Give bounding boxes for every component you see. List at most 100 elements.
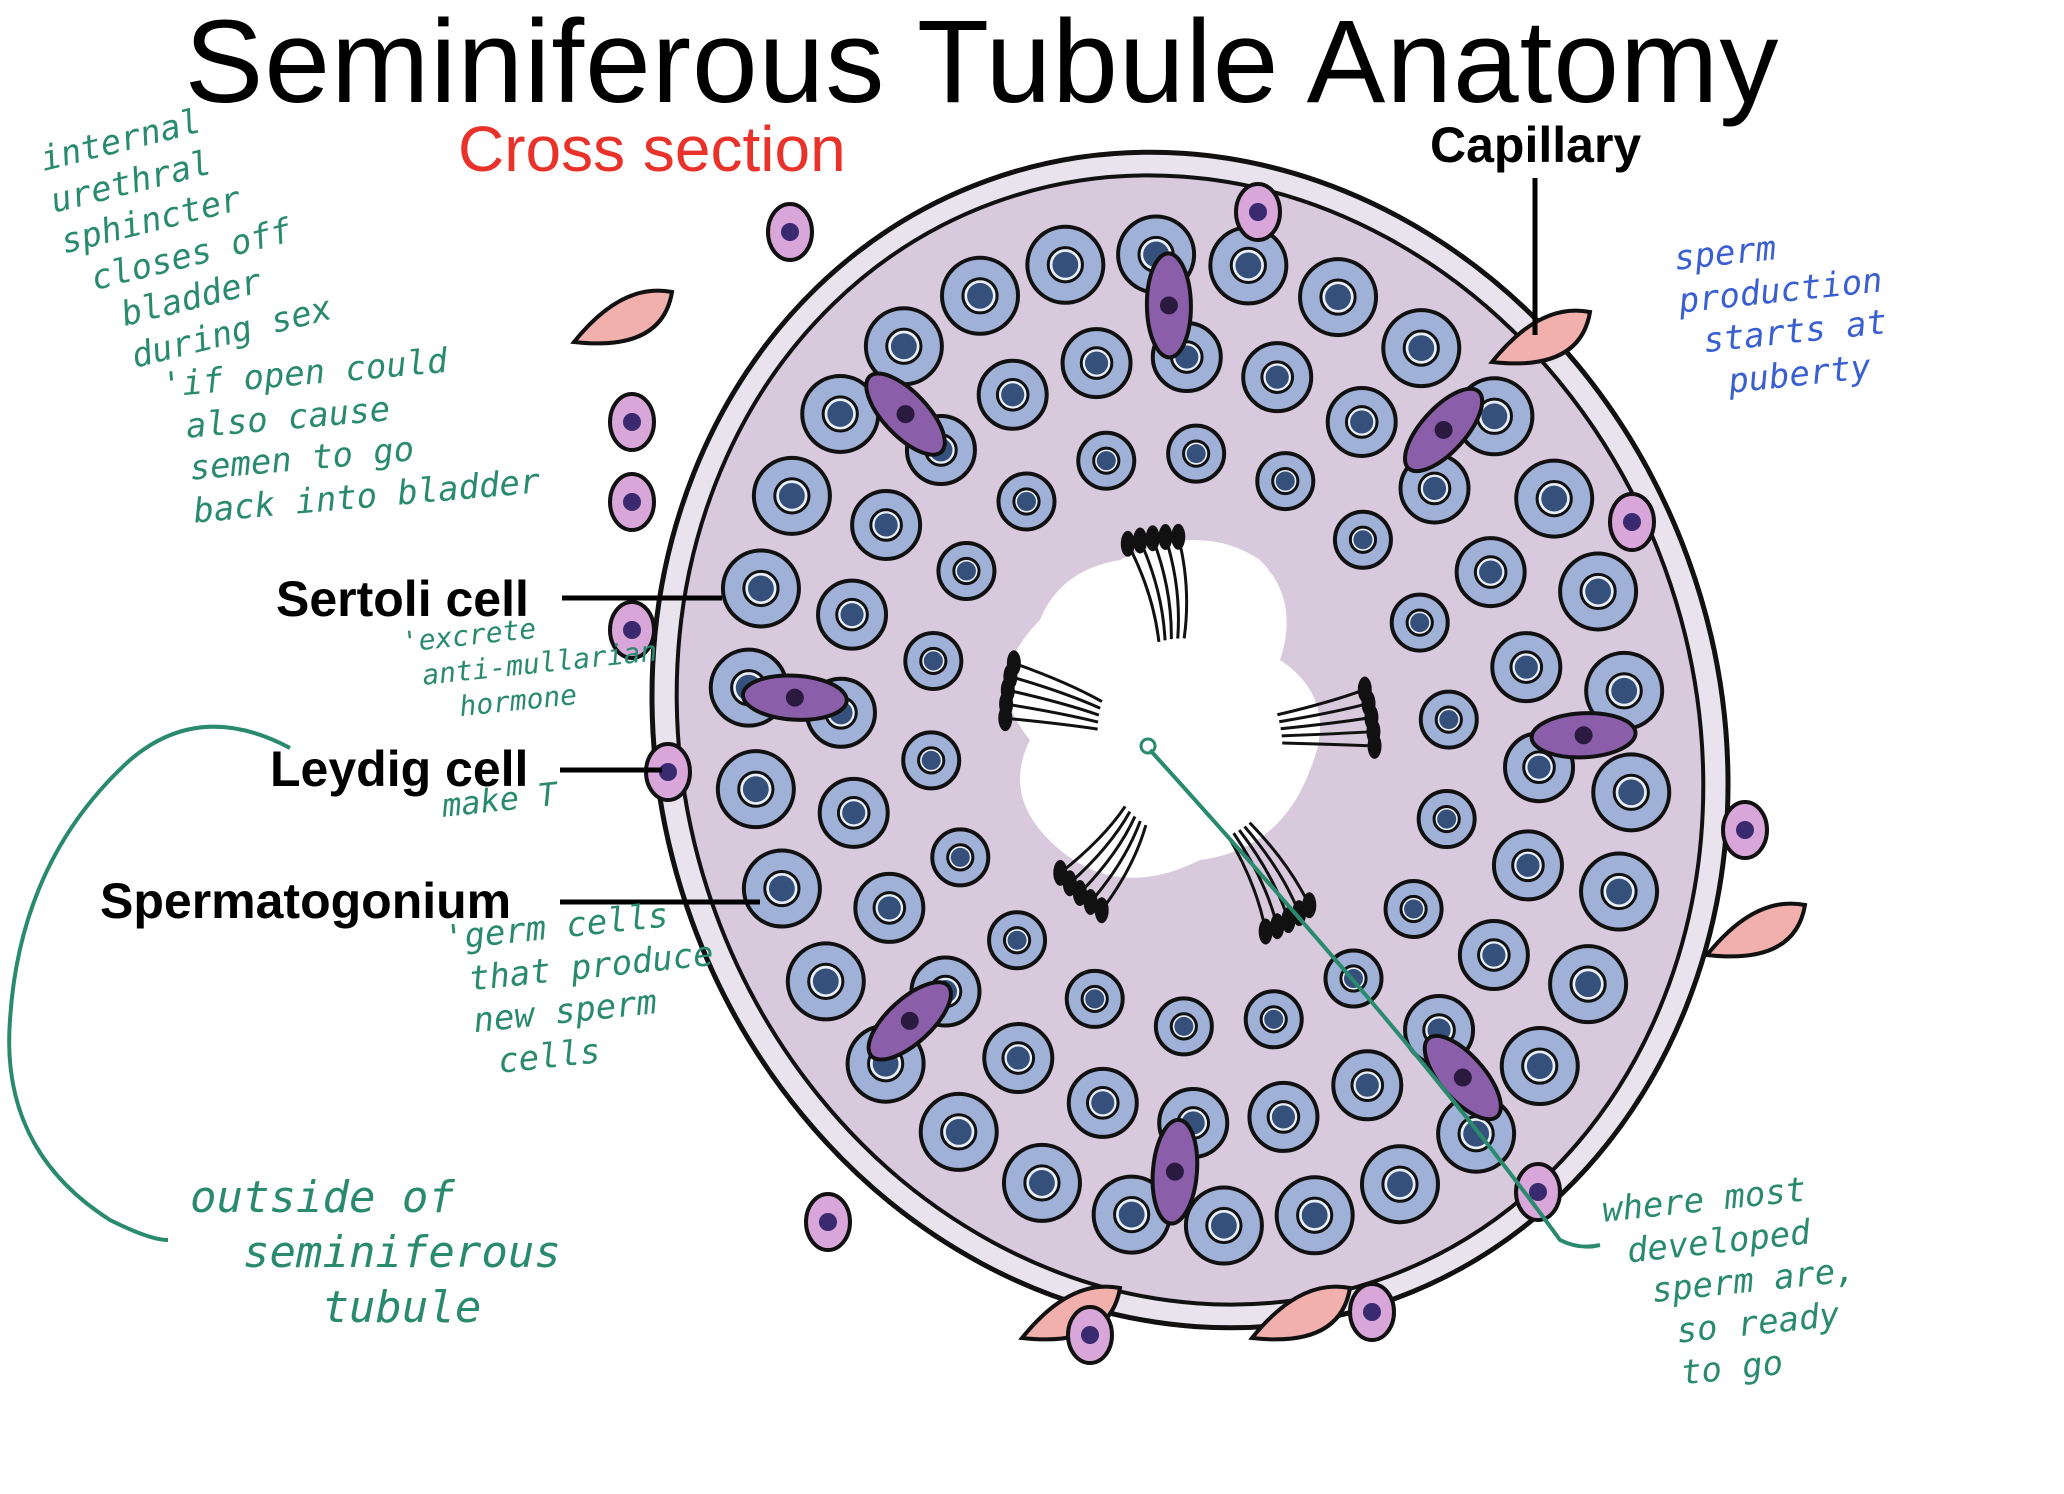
germ-cell-nucleus bbox=[1210, 1212, 1237, 1239]
leydig-cell-nucleus bbox=[1249, 203, 1267, 221]
capillary bbox=[1488, 308, 1593, 366]
sperm-tail bbox=[1279, 701, 1369, 724]
germ-cell-nucleus bbox=[1271, 1105, 1296, 1129]
sertoli-cell-nucleus bbox=[1574, 726, 1593, 745]
germ-cell-nucleus bbox=[1439, 710, 1459, 730]
sperm-tail bbox=[1100, 824, 1148, 912]
sperm-tail bbox=[1005, 702, 1099, 724]
sertoli-cell-nucleus bbox=[1159, 296, 1178, 315]
germ-cell-nucleus bbox=[1404, 899, 1424, 919]
leydig-cell-nucleus bbox=[659, 763, 677, 781]
germ-cell-nucleus bbox=[1350, 410, 1374, 434]
germ-cell-nucleus bbox=[1007, 930, 1027, 950]
germ-cell-nucleus bbox=[950, 847, 970, 867]
germ-cell-nucleus bbox=[1611, 677, 1638, 704]
germ-cell-nucleus bbox=[1618, 779, 1645, 806]
sperm-tail bbox=[1009, 675, 1101, 710]
germ-cell-nucleus bbox=[1301, 1202, 1328, 1229]
sperm-head bbox=[1120, 530, 1135, 557]
sperm-head bbox=[1006, 650, 1021, 677]
sperm-tail bbox=[1280, 716, 1372, 731]
germ-cell-nucleus bbox=[1264, 1009, 1284, 1029]
spermatogonium-label: Spermatogonium bbox=[100, 873, 512, 929]
germ-cell-nucleus bbox=[1479, 560, 1503, 584]
germ-cell-nucleus bbox=[1084, 351, 1109, 375]
germ-cell-nucleus bbox=[1481, 403, 1508, 430]
sperm-head bbox=[1083, 889, 1098, 916]
germ-cell-nucleus bbox=[1096, 451, 1116, 471]
sperm-tail bbox=[1277, 688, 1366, 717]
germ-cell-nucleus bbox=[1410, 613, 1430, 633]
germ-cell-nucleus bbox=[890, 333, 917, 360]
sperm-head bbox=[1171, 523, 1186, 550]
tubule-lumen bbox=[1007, 540, 1320, 878]
germ-cell-nucleus bbox=[840, 603, 864, 627]
capillary bbox=[570, 288, 675, 346]
sertoli-cells-group bbox=[740, 251, 1638, 1226]
sertoli-cell-nucleus bbox=[900, 1011, 919, 1030]
germ-cell-nucleus bbox=[1174, 1016, 1194, 1036]
developed-pointer-curve bbox=[1148, 748, 1601, 1249]
sperm-tail bbox=[1281, 730, 1374, 738]
germ-cell-nucleus bbox=[1541, 485, 1568, 512]
germ-cell-nucleus bbox=[956, 561, 976, 581]
capillary bbox=[1248, 1284, 1353, 1342]
sperm-tail bbox=[1089, 820, 1142, 903]
germ-cell-nucleus bbox=[1325, 284, 1351, 311]
germ-cell-nucleus bbox=[1527, 755, 1551, 779]
sertoli-cell-label: Sertoli cell bbox=[276, 571, 529, 627]
sperm-tail bbox=[1078, 815, 1137, 895]
germ-cell-nucleus bbox=[1514, 655, 1538, 679]
leydig-cell-nucleus bbox=[1529, 1183, 1547, 1201]
germ-cell-nucleus bbox=[1052, 251, 1079, 278]
germ-cell-nucleus bbox=[1482, 943, 1506, 967]
leydig-cell-nucleus bbox=[623, 621, 641, 639]
germ-cell-nucleus bbox=[1001, 383, 1025, 407]
cross-section-subtitle: Cross section bbox=[458, 113, 846, 185]
sperm-tail bbox=[1126, 543, 1161, 643]
outside-tubule-note: outside of seminiferous tubule bbox=[190, 1172, 561, 1333]
germ-cell-nucleus bbox=[1422, 476, 1447, 501]
germ-cell-nucleus bbox=[1585, 578, 1612, 605]
germ-cell-nucleus bbox=[1516, 853, 1540, 877]
sperm-head bbox=[1145, 525, 1160, 552]
sperm-tail bbox=[1005, 716, 1098, 731]
outside-pointer-curve bbox=[7, 724, 291, 1242]
germ-cell-nucleus bbox=[812, 968, 839, 995]
germ-cell-nucleus bbox=[1606, 878, 1632, 905]
sperm-head bbox=[1270, 913, 1285, 940]
germ-cell-nucleus bbox=[1408, 335, 1435, 362]
germ-cell-nucleus bbox=[1275, 471, 1295, 491]
sperm-tail bbox=[1059, 805, 1127, 875]
leydig-cell-label: Leydig cell bbox=[270, 741, 529, 797]
leydig-cell-nucleus bbox=[623, 493, 641, 511]
interstitial-group bbox=[570, 182, 1808, 1365]
capillary-label: Capillary bbox=[1430, 117, 1642, 173]
sperm-tail bbox=[1007, 688, 1100, 717]
sertoli-cell-nucleus bbox=[896, 405, 915, 424]
germ-cell-nucleus bbox=[923, 651, 943, 671]
germ-cell-nucleus bbox=[1265, 365, 1289, 389]
germ-cell-nucleus bbox=[1526, 1053, 1553, 1079]
sperm-tail bbox=[1282, 741, 1375, 748]
sperm-tail bbox=[1068, 810, 1132, 885]
if-open-note: 'if open could also cause semen to go ba… bbox=[160, 341, 542, 533]
sperm-head bbox=[1053, 859, 1068, 886]
germ-cell-nucleus bbox=[842, 801, 866, 825]
sperm-head bbox=[1281, 907, 1296, 934]
leydig-cell-nucleus bbox=[1736, 821, 1754, 839]
leydig-cell-nucleus bbox=[781, 223, 799, 241]
page-title: Seminiferous Tubule Anatomy bbox=[184, 0, 1780, 128]
sertoli-cell-nucleus bbox=[1434, 420, 1453, 439]
germ-cell-nucleus bbox=[1029, 1169, 1055, 1196]
germ-cell-nucleus bbox=[1235, 252, 1262, 279]
germ-cell-nucleus bbox=[1085, 989, 1105, 1009]
leydig-cell-nucleus bbox=[1363, 1303, 1381, 1321]
capillary bbox=[1703, 901, 1808, 959]
sertoli-cell-nucleus bbox=[1165, 1162, 1184, 1181]
leydig-cell-nucleus bbox=[819, 1213, 837, 1231]
germ-cell-nucleus bbox=[1355, 1073, 1379, 1097]
germ-cell-nucleus bbox=[921, 750, 941, 770]
germ-cell-nucleus bbox=[874, 513, 898, 537]
sertoli-cell-nucleus bbox=[1453, 1068, 1472, 1087]
